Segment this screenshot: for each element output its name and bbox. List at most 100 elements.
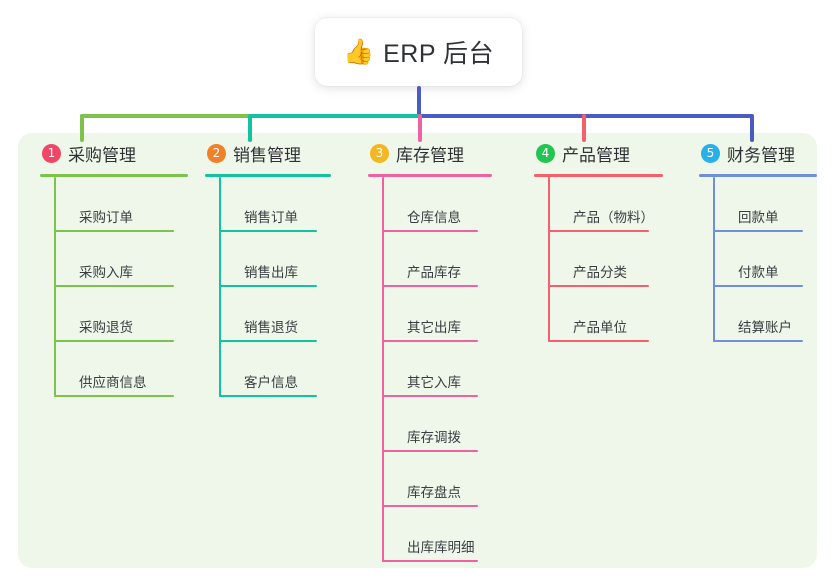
list-item[interactable]: 产品（物料） (534, 177, 663, 232)
bus-green (80, 114, 250, 118)
list-item-label: 其它入库 (407, 375, 461, 390)
list-item[interactable]: 仓库信息 (368, 177, 492, 232)
list-item-rule (219, 230, 317, 232)
column-4: 4 产品管理产品（物料） 产品分类产品单位 (534, 140, 663, 342)
list-item-rule (219, 285, 317, 287)
list-item-label: 销售出库 (244, 265, 298, 280)
column-1: 1 采购管理采购订单采购入库采购退货供应商信息 (40, 140, 188, 397)
list-item[interactable]: 其它出库 (368, 287, 492, 342)
drop-finance (750, 114, 754, 142)
column-badge-3: 3 (370, 143, 389, 163)
column-badge-4: 4 (536, 143, 555, 163)
column-title-1: 采购管理 (68, 145, 136, 165)
list-item-rule (219, 395, 317, 397)
column-header-1[interactable]: 1 采购管理 (40, 140, 188, 166)
list-item[interactable]: 出库库明细 (368, 507, 492, 562)
list-item[interactable]: 采购退货 (40, 287, 188, 342)
column-header-4[interactable]: 4 产品管理 (534, 140, 663, 166)
list-item-rule (382, 560, 478, 562)
list-item[interactable]: 结算账户 (699, 287, 817, 342)
list-item-label: 产品库存 (407, 265, 461, 280)
list-item-rule (713, 340, 803, 342)
list-item[interactable]: 销售出库 (205, 232, 331, 287)
column-header-3[interactable]: 3 库存管理 (368, 140, 492, 166)
column-3: 3 库存管理仓库信息产品库存其它出库其它入库库存调拨库存盘点出库库明细 (368, 140, 492, 562)
root-node[interactable]: 👍 ERP 后台 (315, 18, 522, 86)
list-item-label: 库存调拨 (407, 430, 461, 445)
column-items-3: 仓库信息产品库存其它出库其它入库库存调拨库存盘点出库库明细 (368, 177, 492, 562)
root-trunk-line (417, 86, 421, 118)
list-item-rule (382, 340, 478, 342)
list-item[interactable]: 库存调拨 (368, 397, 492, 452)
list-item[interactable]: 产品分类 (534, 232, 663, 287)
list-item[interactable]: 其它入库 (368, 342, 492, 397)
list-item-label: 库存盘点 (407, 485, 461, 500)
column-rule-3 (368, 174, 492, 177)
list-item-label: 销售退货 (244, 320, 298, 335)
list-item-label: 结算账户 (738, 320, 792, 335)
column-spine-1 (54, 177, 56, 397)
list-item-rule (54, 285, 174, 287)
list-item-rule (382, 230, 478, 232)
list-item-rule (382, 395, 478, 397)
list-item-label: 其它出库 (407, 320, 461, 335)
list-item-label: 供应商信息 (79, 375, 147, 390)
column-title-2: 销售管理 (233, 145, 301, 165)
list-item-label: 仓库信息 (407, 210, 461, 225)
drop-purchasing (80, 114, 84, 142)
list-item[interactable]: 供应商信息 (40, 342, 188, 397)
list-item-label: 采购订单 (79, 210, 133, 225)
drop-inventory (418, 114, 422, 142)
list-item-label: 产品分类 (573, 265, 627, 280)
column-spine-2 (219, 177, 221, 397)
column-header-5[interactable]: 5 财务管理 (699, 140, 817, 166)
list-item[interactable]: 采购订单 (40, 177, 188, 232)
column-title-3: 库存管理 (396, 145, 464, 165)
list-item-rule (54, 395, 174, 397)
column-rule-2 (205, 174, 331, 177)
list-item-rule (548, 230, 649, 232)
column-items-2: 销售订单销售出库销售退货客户信息 (205, 177, 331, 397)
column-badge-5: 5 (701, 143, 720, 163)
column-badge-1: 1 (42, 143, 61, 163)
list-item[interactable]: 产品库存 (368, 232, 492, 287)
column-badge-2: 2 (207, 143, 226, 163)
list-item[interactable]: 产品单位 (534, 287, 663, 342)
column-5: 5 财务管理回款单付款单结算账户 (699, 140, 817, 342)
column-rule-5 (699, 174, 817, 177)
list-item-rule (54, 340, 174, 342)
column-title-5: 财务管理 (727, 145, 795, 165)
list-item-rule (382, 505, 478, 507)
column-title-4: 产品管理 (562, 145, 630, 165)
list-item-label: 产品单位 (573, 320, 627, 335)
column-spine-3 (382, 177, 384, 562)
drop-product (582, 114, 586, 142)
content-panel (18, 133, 817, 568)
list-item[interactable]: 客户信息 (205, 342, 331, 397)
list-item-rule (219, 340, 317, 342)
list-item[interactable]: 销售退货 (205, 287, 331, 342)
list-item-label: 采购退货 (79, 320, 133, 335)
column-spine-5 (713, 177, 715, 342)
list-item[interactable]: 销售订单 (205, 177, 331, 232)
column-items-5: 回款单付款单结算账户 (699, 177, 817, 342)
list-item-label: 出库库明细 (407, 540, 475, 555)
list-item[interactable]: 回款单 (699, 177, 817, 232)
column-2: 2 销售管理销售订单销售出库销售退货客户信息 (205, 140, 331, 397)
list-item[interactable]: 库存盘点 (368, 452, 492, 507)
column-header-2[interactable]: 2 销售管理 (205, 140, 331, 166)
list-item-label: 产品（物料） (573, 210, 654, 225)
column-rule-1 (40, 174, 188, 177)
list-item[interactable]: 付款单 (699, 232, 817, 287)
list-item-label: 采购入库 (79, 265, 133, 280)
list-item-label: 付款单 (738, 265, 779, 280)
list-item-rule (54, 230, 174, 232)
list-item-rule (548, 340, 649, 342)
bus-teal (248, 114, 420, 118)
list-item[interactable]: 采购入库 (40, 232, 188, 287)
list-item-label: 回款单 (738, 210, 779, 225)
list-item-rule (713, 230, 803, 232)
list-item-label: 销售订单 (244, 210, 298, 225)
list-item-rule (382, 285, 478, 287)
